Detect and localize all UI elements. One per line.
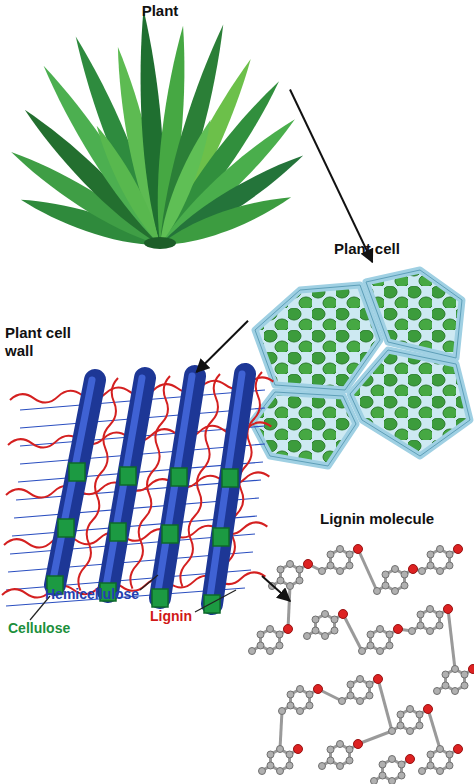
molecule-ring xyxy=(359,625,403,655)
cellulose-block xyxy=(69,463,85,481)
cell xyxy=(252,392,356,466)
cellulose-block xyxy=(110,523,126,541)
molecule-ring xyxy=(339,675,383,705)
cellulose-fibres xyxy=(52,374,245,604)
panel-heading: Plant xyxy=(30,2,290,20)
illustration-panel: Plant cell wall xyxy=(0,372,262,612)
molecule-ring xyxy=(409,605,453,635)
molecule-ring xyxy=(389,705,433,735)
molecule-ring xyxy=(304,610,348,640)
molecule-ring xyxy=(319,740,363,770)
cell-edge xyxy=(366,270,462,358)
part-label: Cellulose xyxy=(8,620,70,636)
cellulose-block xyxy=(162,525,178,543)
molecule-ring xyxy=(319,545,363,575)
molecule-ring xyxy=(419,545,463,575)
cell xyxy=(350,350,470,456)
connector-arrow xyxy=(290,90,372,263)
bond xyxy=(358,731,392,744)
bond xyxy=(428,709,440,749)
molecule-ring xyxy=(419,745,463,775)
fibre-highlight xyxy=(157,376,192,598)
lignin-molecule-illustration xyxy=(249,545,474,784)
cell-edge xyxy=(255,285,380,390)
cell-wall-illustration xyxy=(2,371,274,620)
illustration-panel: Lignin molecule xyxy=(290,540,474,784)
leaf xyxy=(90,122,167,249)
bond xyxy=(288,586,290,629)
cell xyxy=(255,285,380,390)
cellulose-block xyxy=(58,519,74,537)
cell-edge xyxy=(350,350,470,456)
molecule-ring xyxy=(371,755,415,784)
cellulose-block xyxy=(171,468,187,486)
cellulose-block xyxy=(120,467,136,485)
bond xyxy=(280,711,282,749)
fibre-highlight xyxy=(209,374,242,604)
leader-line xyxy=(195,590,236,612)
cellulose-block xyxy=(213,528,229,546)
illustration-panel: Plant cell xyxy=(248,262,474,472)
connector-arrow xyxy=(197,321,249,372)
plant-illustration xyxy=(6,9,308,255)
fibre-highlight xyxy=(105,378,142,592)
bond xyxy=(378,679,392,731)
panel-heading: Lignin molecule xyxy=(320,510,474,528)
panel-heading: Plant cell xyxy=(334,240,464,258)
molecule-ring xyxy=(269,560,313,590)
bond xyxy=(358,549,377,591)
molecule-ring xyxy=(279,685,323,715)
molecule-bonds xyxy=(280,549,455,749)
cellulose-block xyxy=(152,589,168,607)
connector-arrow xyxy=(262,576,290,601)
bond xyxy=(448,609,455,669)
part-label: Lignin xyxy=(150,608,192,624)
cell xyxy=(366,270,462,358)
illustration-panel: Plant xyxy=(30,22,290,247)
panel-heading: Plant cell wall xyxy=(5,324,87,360)
fibre-highlight xyxy=(52,380,92,585)
bond xyxy=(343,614,362,651)
leaf xyxy=(153,117,218,248)
cell-outline xyxy=(252,270,470,466)
leader-line xyxy=(140,575,158,590)
cell-edge xyxy=(252,392,356,466)
cellulose-block xyxy=(222,469,238,487)
leader-lines xyxy=(30,575,236,620)
molecule-ring xyxy=(249,625,293,655)
plant-base xyxy=(144,237,176,249)
part-label: Hemicellulose xyxy=(45,586,139,602)
cellulose-block xyxy=(204,595,220,613)
molecule-ring xyxy=(374,565,418,595)
molecule-ring xyxy=(434,665,474,695)
molecule-ring xyxy=(259,745,303,775)
plant-cell-illustration xyxy=(252,270,470,466)
